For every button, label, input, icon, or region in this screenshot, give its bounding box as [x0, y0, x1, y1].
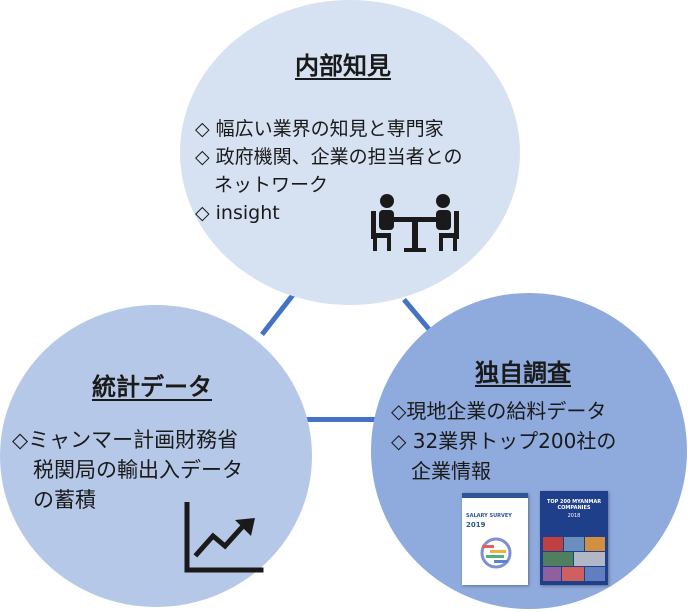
top200-year: 2018 [567, 513, 581, 519]
line-chart-icon [184, 502, 264, 573]
salary-survey-cover: SALARY SURVEY 2019 [462, 493, 528, 585]
list-internal-knowledge: ◇ 幅広い業界の知見と専門家 ◇ 政府機関、企業の担当者との ネットワーク ◇ … [195, 115, 462, 227]
top200-title: TOP 200 MYANMAR COMPANIES [546, 499, 602, 511]
list-item: ◇ 32業界トップ200社の [391, 429, 617, 453]
list-item: ◇ミャンマー計画財務省 [12, 428, 239, 452]
circle-internal-knowledge: 内部知見 ◇ 幅広い業界の知見と専門家 ◇ 政府機関、企業の担当者との ネットワ… [180, 0, 520, 305]
circle-statistics-data: 統計データ ◇ミャンマー計画財務省 税関局の輸出入データ の蓄積 [0, 305, 312, 607]
list-item: ◇ insight [195, 202, 280, 224]
title-original-research: 独自調査 [475, 359, 571, 387]
salary-survey-graphic [480, 537, 512, 569]
list-item: ネットワーク [195, 174, 329, 196]
top200-cover: TOP 200 MYANMAR COMPANIES 2018 [540, 491, 608, 585]
title-internal-knowledge: 内部知見 [295, 52, 391, 80]
salary-survey-title: SALARY SURVEY [466, 513, 512, 519]
circle-original-research: 独自調査 ◇現地企業の給料データ ◇ 32業界トップ200社の 企業情報 SAL… [371, 293, 687, 609]
list-item: ◇現地企業の給料データ [391, 399, 607, 423]
connector-left-right [305, 417, 385, 422]
list-statistics-data: ◇ミャンマー計画財務省 税関局の輸出入データ の蓄積 [12, 425, 243, 515]
top200-photo-collage [543, 537, 605, 581]
list-original-research: ◇現地企業の給料データ ◇ 32業界トップ200社の 企業情報 [391, 396, 616, 486]
connector-top-left [260, 291, 296, 337]
list-item: ◇ 政府機関、企業の担当者との [195, 146, 463, 168]
salary-survey-year: 2019 [466, 521, 486, 529]
meeting-icon [371, 194, 459, 252]
list-item: 税関局の輸出入データ [12, 458, 243, 482]
list-item: 企業情報 [391, 459, 491, 483]
list-item: ◇ 幅広い業界の知見と専門家 [195, 118, 444, 140]
list-item: の蓄積 [12, 488, 96, 512]
title-statistics-data: 統計データ [92, 373, 212, 401]
